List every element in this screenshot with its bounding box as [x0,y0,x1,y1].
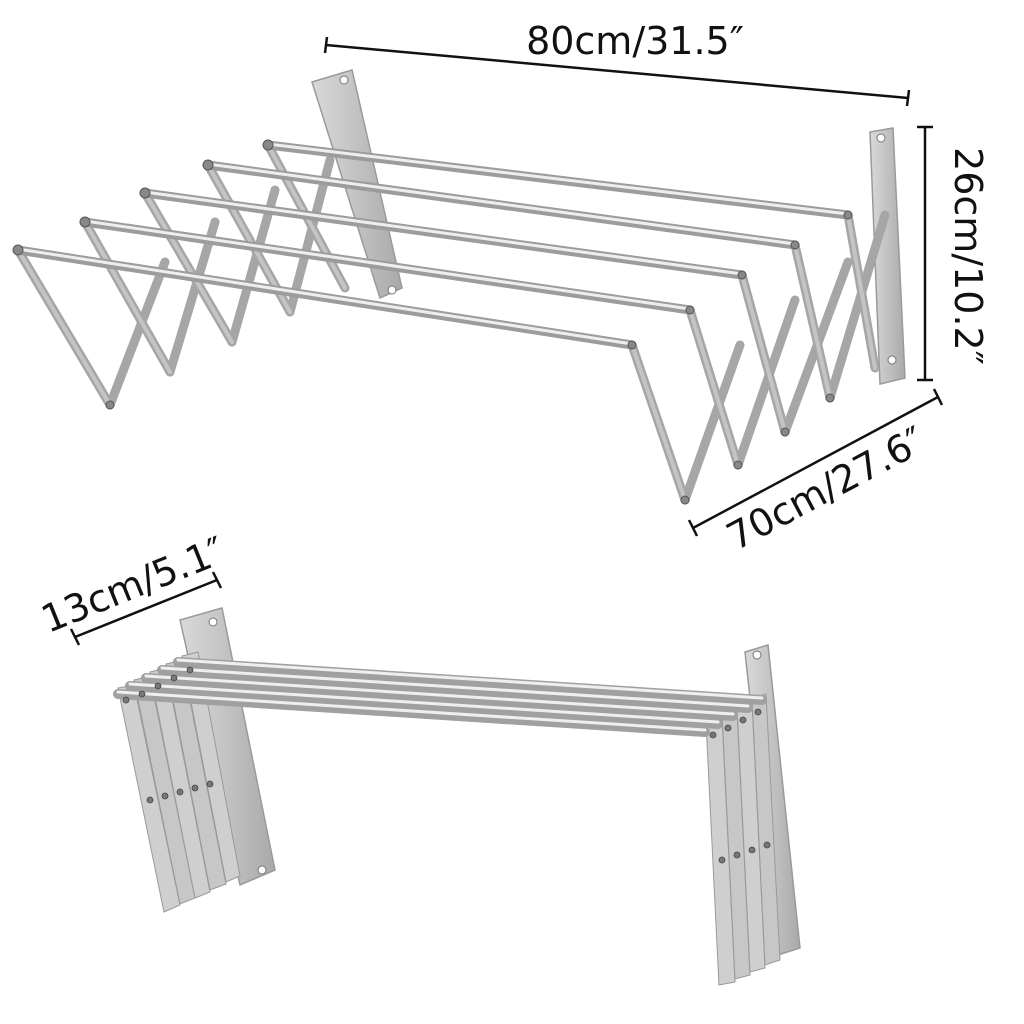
dimension-lines [69,36,944,646]
folded-right-arms [705,693,781,986]
length-label: 80cm/31.5″ [526,19,744,63]
extended-rods [13,140,853,350]
right-wall-plate [869,127,906,385]
extended-rack [12,69,906,505]
depth-dimension-line [692,395,939,530]
folded-rack [113,607,801,986]
folded-left-arms [117,651,241,913]
folded-depth-dimension-line [74,578,218,639]
length-dimension-line [325,43,909,100]
height-label: 26cm/10.2″ [946,147,990,365]
folded-rods [113,657,767,737]
